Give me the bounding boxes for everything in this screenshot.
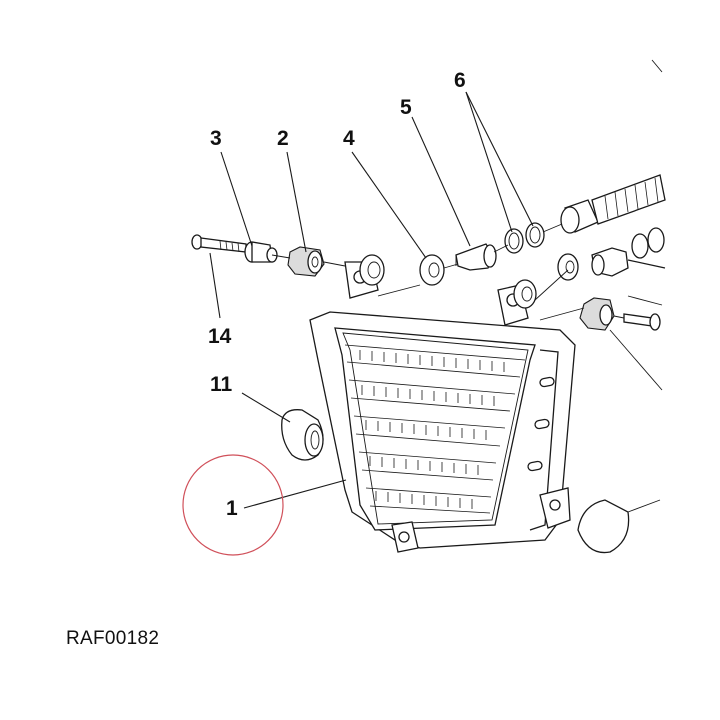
union-fitting-right [557,227,666,281]
grommet-top-right [513,279,537,309]
highlight-circle [182,454,284,556]
bolt [191,234,247,253]
radiator-side-tank [527,349,559,531]
leader-lines [209,91,534,509]
assembly-lines [271,59,663,391]
damper-nut [287,246,325,277]
radiator [309,261,576,553]
callout-5: 5 [400,96,412,119]
callout-2: 2 [277,127,289,150]
callout-11: 11 [210,373,233,396]
callout-1: 1 [226,497,238,520]
callout-3: 3 [210,127,222,150]
radiator-bottom-bracket [391,487,571,553]
o-ring-upper [504,228,524,254]
spacer [244,241,278,263]
callout-4: 4 [343,127,355,150]
o-ring-lower [525,222,545,248]
washer [419,254,445,286]
callout-14: 14 [208,325,232,348]
damper-nut-right [579,297,615,331]
reference-code: RAF00182 [66,628,160,649]
radiator-core-fins [344,344,526,514]
bolt-right [623,313,661,331]
callout-6: 6 [454,69,466,92]
rubber-cap [281,409,324,461]
grommet-top-left [359,254,385,286]
union-fitting [455,243,497,271]
rubber-cap-right [577,499,661,554]
braided-hose-upper [560,174,666,234]
